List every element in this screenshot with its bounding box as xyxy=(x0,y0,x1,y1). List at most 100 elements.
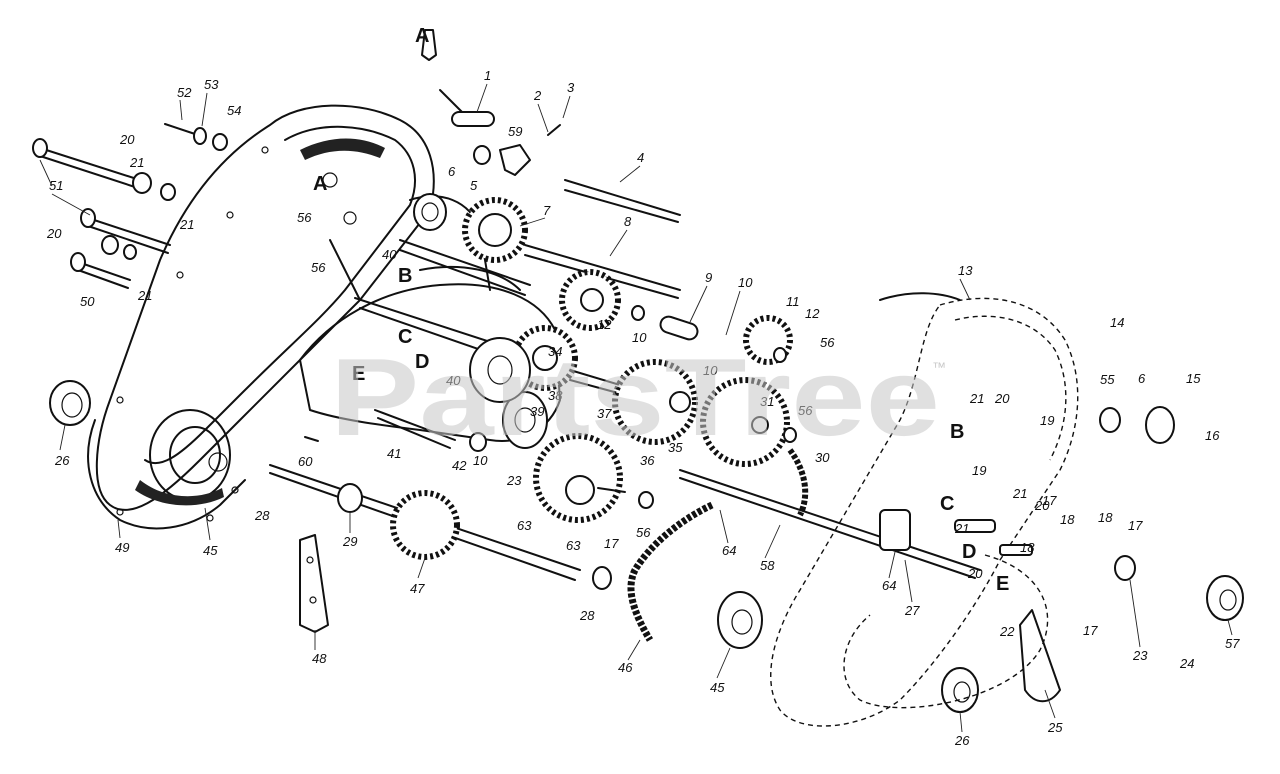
part-label-26b: 26 xyxy=(954,733,970,748)
part-label-12a: 12 xyxy=(805,306,820,321)
part-label-6: 6 xyxy=(448,164,456,179)
part-label-63b: 63 xyxy=(566,538,581,553)
part-label-50: 50 xyxy=(80,294,95,309)
part-label-64b: 64 xyxy=(882,578,896,593)
part-label-48: 48 xyxy=(312,651,327,666)
part-label-17b: 17 xyxy=(1128,518,1143,533)
part-label-63a: 63 xyxy=(517,518,532,533)
part-label-46: 46 xyxy=(618,660,633,675)
part-label-40b: 40 xyxy=(446,373,461,388)
part-label-57: 57 xyxy=(1225,636,1240,651)
part-label-31: 31 xyxy=(760,394,774,409)
part-label-29: 29 xyxy=(342,534,357,549)
gear-63 xyxy=(533,433,623,523)
part-label-5: 5 xyxy=(470,178,478,193)
part-label-22: 22 xyxy=(999,624,1015,639)
bolts-left xyxy=(32,123,228,289)
part-label-19b: 19 xyxy=(972,463,986,478)
part-label-56e: 56 xyxy=(636,525,651,540)
letter-A1: A xyxy=(415,25,429,47)
part-label-20a: 20 xyxy=(119,132,135,147)
partstree-watermark: PartsTree ™ xyxy=(330,336,946,459)
part-label-10d: 10 xyxy=(473,453,488,468)
gear-47 xyxy=(390,490,460,560)
part-number-callouts: 1 2 3 4 5 6 7 8 9 10 10 10 10 11 12 12 1… xyxy=(46,68,1240,748)
part-label-30: 30 xyxy=(815,450,830,465)
gear-shafts xyxy=(269,89,981,581)
part-label-18c: 18 xyxy=(1020,540,1035,555)
part-label-51: 51 xyxy=(49,178,63,193)
part-label-14: 14 xyxy=(1110,315,1124,330)
part-label-36: 36 xyxy=(640,453,655,468)
left-housing-cover xyxy=(87,104,435,530)
part-label-10c: 10 xyxy=(703,363,718,378)
part-label-54: 54 xyxy=(227,103,241,118)
part-label-37: 37 xyxy=(597,406,612,421)
part-label-10a: 10 xyxy=(738,275,753,290)
part-label-3: 3 xyxy=(567,80,575,95)
gear-12-upper xyxy=(559,269,621,331)
part-label-11: 11 xyxy=(786,294,800,309)
part-label-18a: 18 xyxy=(1060,512,1075,527)
letter-E2: E xyxy=(996,573,1009,595)
leader-lines xyxy=(39,83,1233,733)
gear-7 xyxy=(462,197,528,263)
part-label-2: 2 xyxy=(533,88,542,103)
part-label-56c: 56 xyxy=(820,335,835,350)
letter-D1: D xyxy=(415,351,429,373)
bearings xyxy=(49,193,1244,713)
part-label-49: 49 xyxy=(115,540,129,555)
letter-B2: B xyxy=(950,421,964,443)
part-label-18b: 18 xyxy=(1098,510,1113,525)
gear-36 xyxy=(612,359,698,445)
part-label-39: 39 xyxy=(530,404,544,419)
part-label-52: 52 xyxy=(177,85,192,100)
part-label-10b: 10 xyxy=(632,330,647,345)
part-label-28a: 28 xyxy=(254,508,270,523)
misc-small-parts xyxy=(304,29,1033,556)
part-label-21d: 21 xyxy=(1012,486,1027,501)
part-label-27: 27 xyxy=(904,603,920,618)
part-label-47: 47 xyxy=(410,581,425,596)
part-label-59: 59 xyxy=(508,124,522,139)
part-label-21a: 21 xyxy=(179,217,194,232)
part-label-8: 8 xyxy=(624,214,632,229)
part-label-16: 16 xyxy=(1205,428,1220,443)
letter-D2: D xyxy=(962,541,976,563)
part-label-7: 7 xyxy=(543,203,551,218)
part-label-41: 41 xyxy=(387,446,401,461)
part-label-56a: 56 xyxy=(297,210,312,225)
part-label-4: 4 xyxy=(637,150,644,165)
part-label-45b: 45 xyxy=(710,680,725,695)
part-label-64a: 64 xyxy=(722,543,736,558)
part-label-19a: 19 xyxy=(1040,413,1054,428)
part-label-6b: 6 xyxy=(1138,371,1146,386)
part-label-26a: 26 xyxy=(54,453,70,468)
part-label-20d: 20 xyxy=(1034,498,1050,513)
letter-A2: A xyxy=(313,173,327,195)
part-label-42: 42 xyxy=(452,458,467,473)
part-label-35: 35 xyxy=(668,440,683,455)
part-label-34: 34 xyxy=(548,344,562,359)
part-label-28b: 28 xyxy=(579,608,595,623)
part-label-15: 15 xyxy=(1186,371,1201,386)
part-label-56b: 56 xyxy=(311,260,326,275)
part-label-24: 24 xyxy=(1179,656,1194,671)
part-label-20e: 20 xyxy=(967,566,983,581)
part-label-40a: 40 xyxy=(382,247,397,262)
part-label-17c: 17 xyxy=(1083,623,1098,638)
part-label-55: 55 xyxy=(1100,372,1115,387)
right-housing-cover xyxy=(770,292,1079,727)
part-label-21b: 21 xyxy=(137,288,152,303)
letter-C2: C xyxy=(940,493,954,515)
part-label-45a: 45 xyxy=(203,543,218,558)
letter-B1: B xyxy=(398,265,412,287)
letter-C1: C xyxy=(398,326,412,348)
part-label-21e: 21 xyxy=(954,521,969,536)
part-label-1: 1 xyxy=(484,68,491,83)
watermark-trademark: ™ xyxy=(932,359,946,375)
part-label-20c: 20 xyxy=(994,391,1010,406)
part-label-56d: 56 xyxy=(798,403,813,418)
watermark-text: PartsTree xyxy=(330,336,940,459)
